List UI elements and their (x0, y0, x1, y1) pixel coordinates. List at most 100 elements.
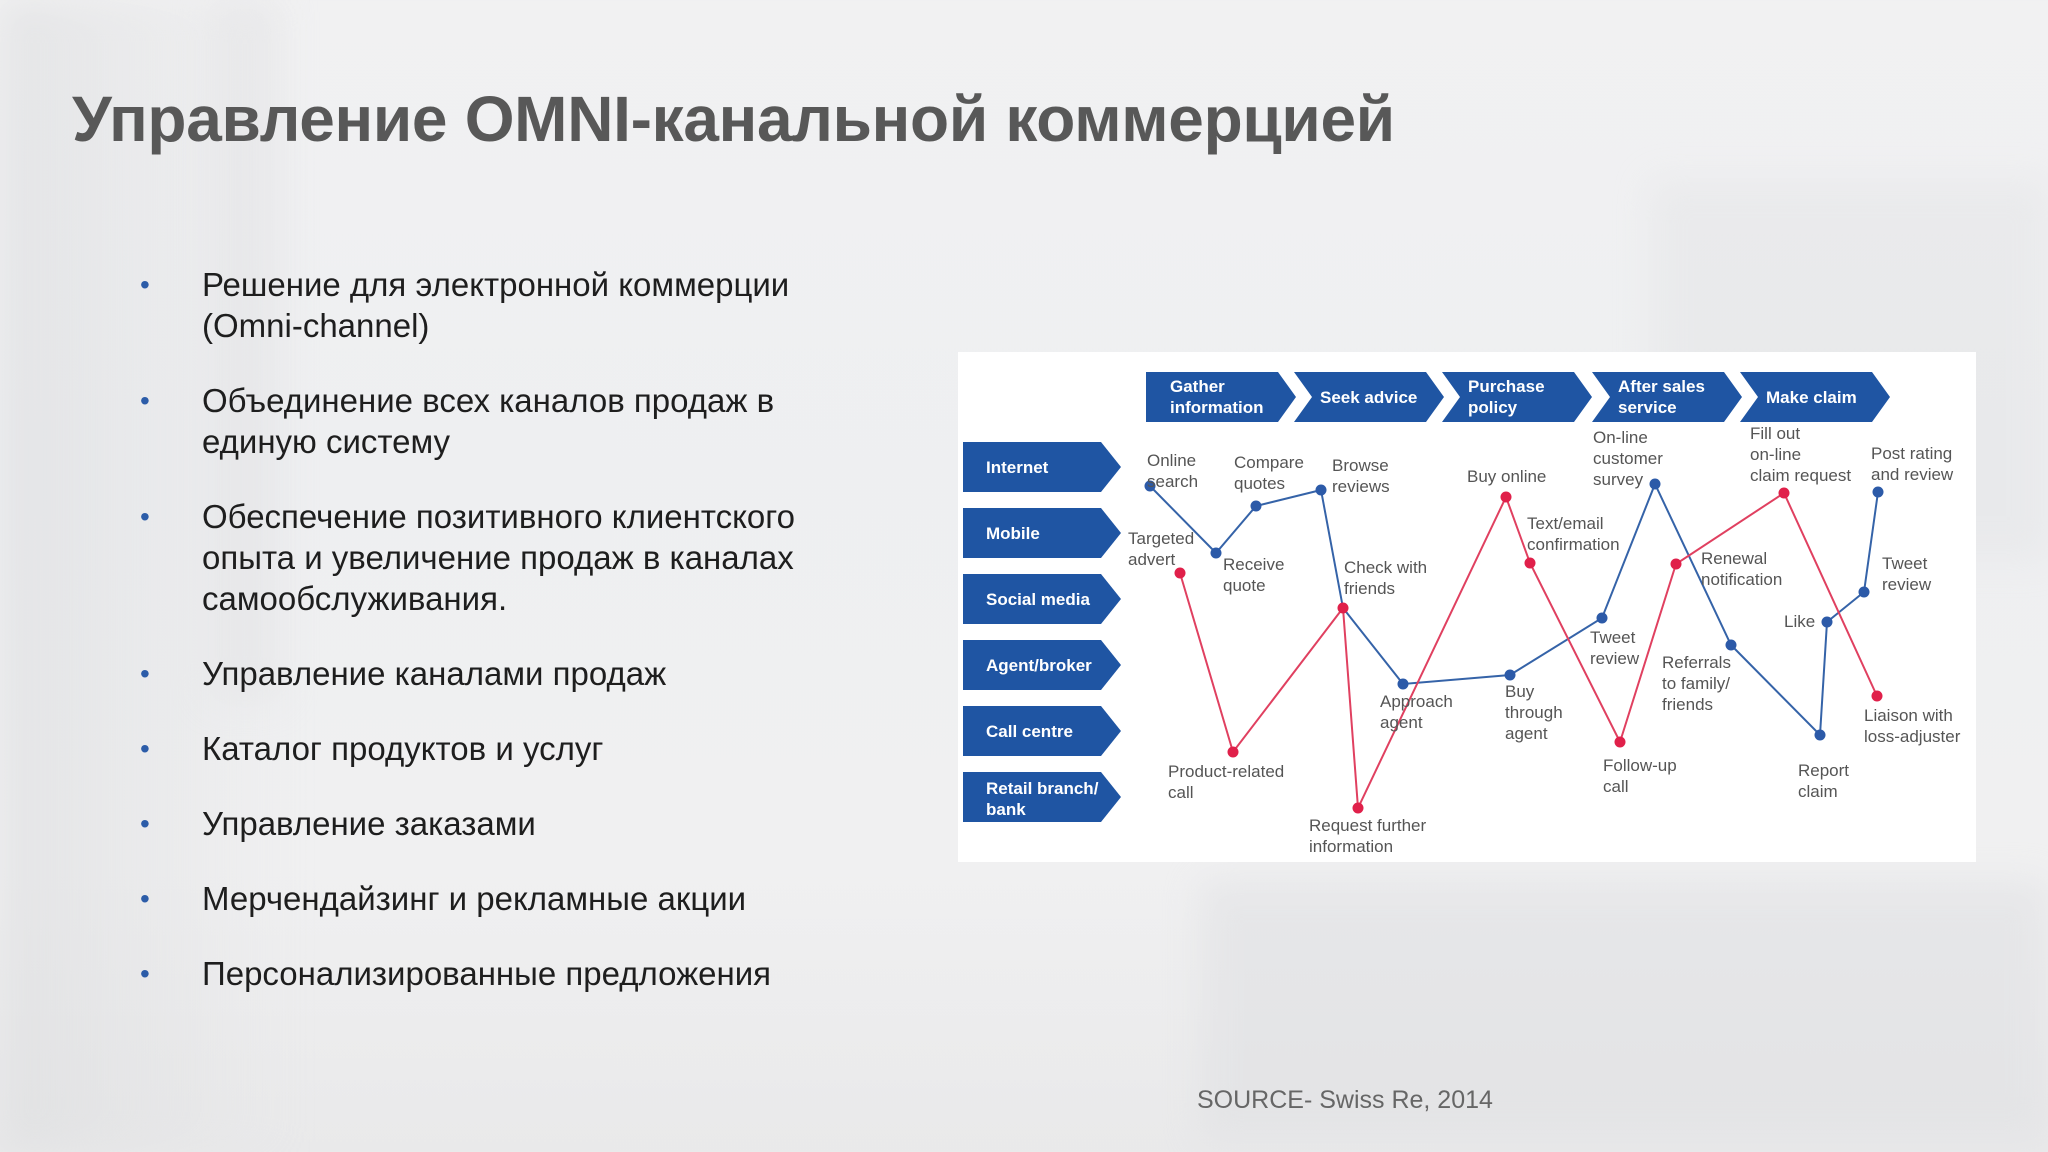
journey-node-online-search (1144, 480, 1156, 492)
channel-arrow (963, 574, 1121, 624)
channel-label-line: bank (986, 800, 1026, 819)
journey-node-label: Like (1784, 612, 1815, 631)
stage-arrow (1442, 372, 1592, 422)
journey-node-label-line: claim (1798, 782, 1838, 801)
channel-label: Agent/broker (986, 656, 1092, 675)
journey-node-label-line: to family/ (1662, 674, 1730, 693)
journey-node-label-line: call (1603, 777, 1629, 796)
journey-node-label-line: Like (1784, 612, 1815, 631)
background-blur-column (210, 0, 280, 700)
journey-node-label-line: Online (1147, 451, 1196, 470)
channel-label-line: Internet (986, 458, 1049, 477)
journey-node-label-line: advert (1128, 550, 1176, 569)
bullet-marker: • (140, 958, 150, 989)
bullet-marker: • (140, 269, 150, 300)
journey-node-label-line: customer (1593, 449, 1663, 468)
journey-node-label-line: agent (1505, 724, 1548, 743)
journey-node-request-info (1352, 802, 1364, 814)
journey-node-label-line: On-line (1593, 428, 1648, 447)
journey-node-label-line: Check with (1344, 558, 1427, 577)
stage-label: Seek advice (1320, 388, 1417, 407)
journey-node-referrals (1725, 639, 1737, 651)
channel-label: Mobile (986, 524, 1040, 543)
bullet-text-line: единую систему (202, 423, 451, 460)
bullet-text-line: Объединение всех каналов продаж в (202, 382, 775, 419)
journey-node-label-line: Compare (1234, 453, 1304, 472)
journey-node-label-line: Referrals (1662, 653, 1731, 672)
bullet-item: •Управление каналами продаж (140, 653, 920, 694)
journey-node-label-line: Post rating (1871, 444, 1952, 463)
stage-label-line: After sales (1618, 377, 1705, 396)
journey-node-label-line: Tweet (1590, 628, 1636, 647)
journey-node-follow-up (1614, 736, 1626, 748)
journey-node-buy-through-agent (1504, 669, 1516, 681)
stage-label-line: Seek advice (1320, 388, 1417, 407)
journey-node-label-line: on-line (1750, 445, 1801, 464)
bullet-marker: • (140, 658, 150, 689)
journey-node-label: Product-related call (1168, 762, 1284, 802)
bullet-marker: • (140, 385, 150, 416)
journey-node-label-line: Liaison with (1864, 706, 1953, 725)
journey-node-label-line: notification (1701, 570, 1782, 589)
journey-node-label-line: review (1882, 575, 1932, 594)
journey-node-label-line: Product-related (1168, 762, 1284, 781)
journey-node-label-line: Renewal (1701, 549, 1767, 568)
journey-node-buy-online (1500, 491, 1512, 503)
stage-label-line: information (1170, 398, 1264, 417)
journey-node-label-line: search (1147, 472, 1198, 491)
journey-node-label: On-line customer survey (1593, 428, 1663, 489)
bullet-item: •Управление заказами (140, 803, 920, 844)
journey-node-label-line: and review (1871, 465, 1954, 484)
journey-node-renewal (1670, 558, 1682, 570)
journey-node-label-line: survey (1593, 470, 1644, 489)
stage-label: Make claim (1766, 388, 1857, 407)
channel-label-line: Agent/broker (986, 656, 1092, 675)
journey-node-label: Renewal notification (1701, 549, 1782, 589)
journey-node-label-line: review (1590, 649, 1640, 668)
bullet-text-line: самообслуживания. (202, 580, 508, 617)
journey-node-label-line: information (1309, 837, 1393, 856)
channel-label-line: Call centre (986, 722, 1073, 741)
bullet-text-line: Решение для электронной коммерции (202, 266, 790, 303)
journey-node-label-line: quote (1223, 576, 1266, 595)
bullet-text-line: Персонализированные предложения (202, 955, 772, 992)
journey-node-like (1821, 616, 1833, 628)
journey-node-text-email (1524, 557, 1536, 569)
journey-node-label-line: friends (1344, 579, 1395, 598)
bullet-text-line: (Omni-channel) (202, 307, 430, 344)
journey-node-label-line: call (1168, 783, 1194, 802)
bullet-item: • Решение для электронной коммерции (Omni-… (140, 264, 920, 346)
journey-node-label: Check with friends (1344, 558, 1427, 598)
journey-node-label: Online search (1147, 451, 1198, 491)
stage-arrow (1294, 372, 1444, 422)
journey-node-label-line: claim request (1750, 466, 1851, 485)
journey-node-targeted-advert (1174, 567, 1186, 579)
bullet-text-line: Каталог продуктов и услуг (202, 730, 604, 767)
journey-node-label-line: through (1505, 703, 1563, 722)
red-journey-line (1179, 491, 1878, 812)
journey-node-check-friends (1337, 602, 1349, 614)
journey-node-receive-quote (1210, 547, 1222, 559)
stage-label-line: Make claim (1766, 388, 1857, 407)
bullet-text-line: опыта и увеличение продаж в каналах (202, 539, 794, 576)
channel-label: Social media (986, 590, 1090, 609)
bullet-marker: • (140, 808, 150, 839)
journey-node-label-line: Follow-up (1603, 756, 1677, 775)
slide-title: Управление OMNI-канальной коммерцией (72, 83, 1395, 155)
journey-node-label-line: quotes (1234, 474, 1285, 493)
channel-arrow (963, 508, 1121, 558)
journey-node-fill-claim (1778, 487, 1790, 499)
